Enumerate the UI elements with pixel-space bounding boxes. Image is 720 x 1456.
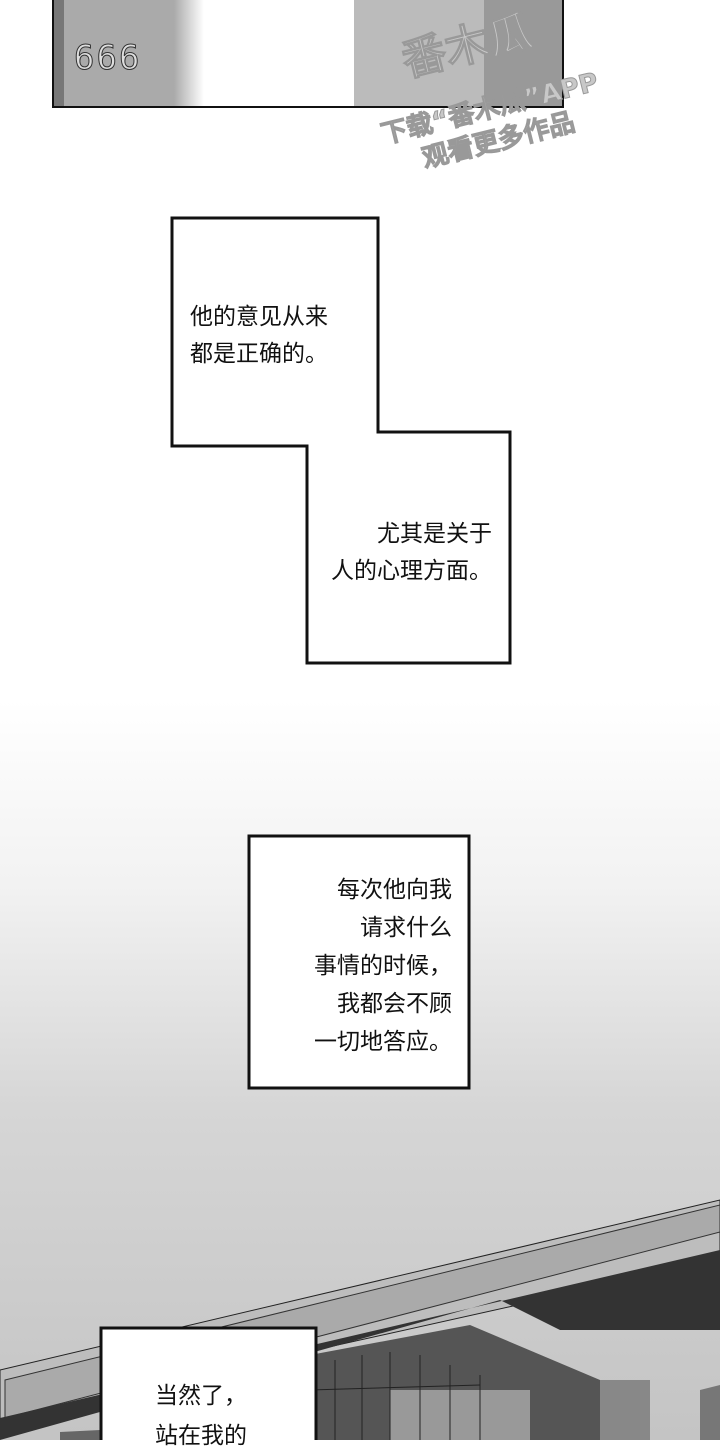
caption-line: 站在我的 [155, 1423, 247, 1449]
caption-line: 尤其是关于 [377, 521, 492, 547]
caption-line: 请求什么 [360, 915, 452, 941]
sign-digits: 666 [73, 38, 142, 79]
caption-box-1-2 [170, 216, 512, 665]
caption-2: 尤其是关于 人的心理方面。 [312, 516, 492, 590]
caption-4: 当然了， 站在我的 [155, 1376, 247, 1456]
caption-line: 当然了， [155, 1383, 247, 1409]
caption-line: 都是正确的。 [190, 341, 328, 367]
caption-line: 每次他向我 [337, 877, 452, 903]
caption-line: 他的意见从来 [190, 304, 328, 330]
caption-line: 一切地答应。 [314, 1029, 452, 1055]
caption-box-4 [99, 1326, 318, 1440]
caption-1: 他的意见从来 都是正确的。 [190, 299, 328, 373]
caption-3: 每次他向我 请求什么 事情的时候， 我都会不顾 一切地答应。 [262, 871, 452, 1061]
caption-line: 我都会不顾 [337, 991, 452, 1017]
caption-box-3 [247, 834, 471, 1090]
caption-line: 事情的时候， [314, 953, 452, 979]
caption-line: 人的心理方面。 [331, 558, 492, 584]
top-comic-panel: 666 [52, 0, 564, 108]
